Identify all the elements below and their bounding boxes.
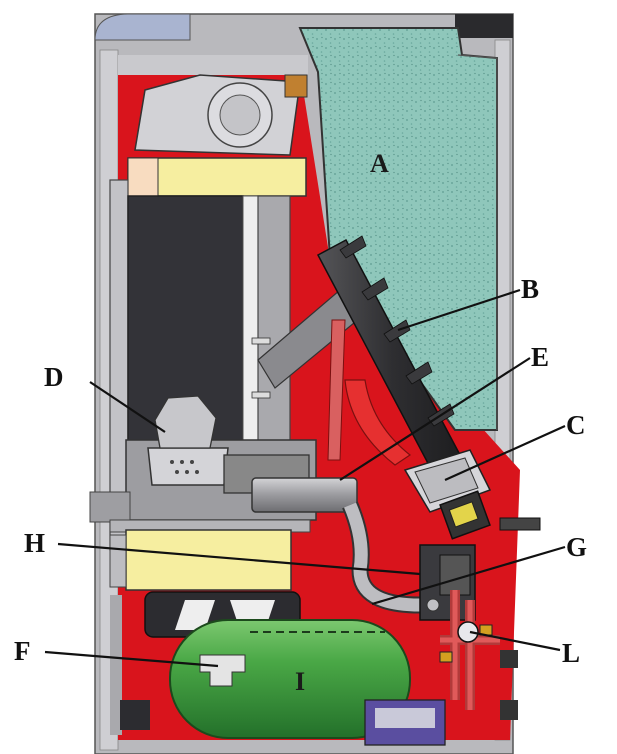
label-b: B <box>521 274 539 304</box>
label-l: L <box>562 638 580 668</box>
upper-insulation <box>127 157 307 197</box>
label-a: A <box>370 149 389 178</box>
leader-e <box>339 357 531 481</box>
leader-d <box>89 381 166 433</box>
leader-b <box>397 288 521 332</box>
leader-lines <box>44 288 566 668</box>
callout-labels: A B E C D H G F I L <box>14 149 587 696</box>
leader-f <box>44 650 219 668</box>
label-g: G <box>566 532 587 562</box>
label-i: I <box>295 667 305 696</box>
pellet-hopper <box>298 27 498 431</box>
label-c: C <box>566 410 586 440</box>
leader-h <box>57 542 421 576</box>
hydraulic-group <box>419 544 518 720</box>
flue-connection <box>134 74 308 156</box>
expansion-tank <box>169 619 411 739</box>
control-board <box>120 699 446 746</box>
leader-g <box>371 545 566 606</box>
label-h: H <box>24 528 45 558</box>
label-f: F <box>14 636 31 666</box>
leader-l <box>469 630 561 652</box>
label-e: E <box>531 342 549 372</box>
combustion-chamber <box>109 179 361 551</box>
label-d: D <box>44 362 64 392</box>
leader-c <box>444 424 566 482</box>
